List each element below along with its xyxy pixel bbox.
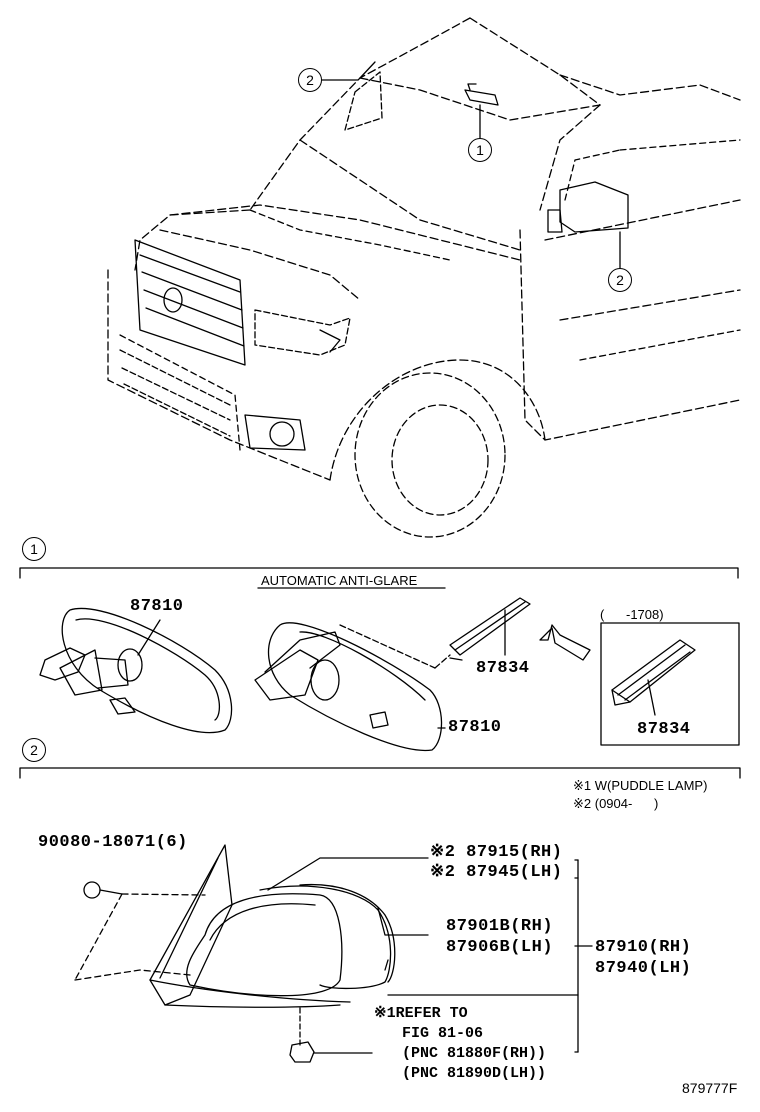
part-87915: ※2 87915(RH): [430, 843, 563, 862]
figure-id: 879777F: [682, 1080, 738, 1096]
callout-2-outside-mirror: 2: [608, 268, 632, 292]
date-range-label: ( -1708): [600, 607, 664, 622]
part-87945: ※2 87945(LH): [430, 863, 563, 882]
note-date: ※2 (0904- ): [573, 796, 659, 811]
bracket-87834-b: [611, 639, 696, 716]
section1-callout: 1: [22, 537, 46, 561]
part-87906b: 87906B(LH): [446, 938, 554, 957]
callout-2-windshield: 2: [298, 68, 322, 92]
part-87910: 87910(RH): [595, 938, 692, 957]
note-puddle-lamp: ※1 W(PUDDLE LAMP): [573, 778, 708, 793]
truck-illustration: [107, 17, 741, 538]
part-87810-right: 87810: [448, 718, 502, 737]
bracket-87834-a: [449, 597, 531, 661]
part-87834-b: 87834: [637, 720, 691, 739]
section2-frame: [19, 767, 741, 779]
refer-line-4: (PNC 81890D(LH)): [402, 1065, 547, 1082]
direction-arrow: [539, 624, 591, 661]
anti-glare-header: AUTOMATIC ANTI-GLARE: [261, 573, 418, 588]
refer-line-3: (PNC 81880F(RH)): [402, 1045, 547, 1062]
part-87834-a: 87834: [476, 659, 530, 678]
callout-1-rearview: 1: [468, 138, 492, 162]
part-87901b: 87901B(RH): [446, 917, 554, 936]
section2-callout: 2: [22, 738, 46, 762]
part-87810-left: 87810: [130, 597, 184, 616]
rearview-mirror-right: [254, 622, 451, 752]
rearview-mirror-left: [39, 607, 233, 734]
part-87940: 87940(LH): [595, 959, 692, 978]
refer-line-2: FIG 81-06: [402, 1025, 484, 1042]
part-90080-18071: 90080-18071(6): [38, 833, 188, 852]
section1-frame: [19, 567, 740, 746]
leader-lines: [267, 857, 593, 1053]
outside-mirror: [74, 844, 396, 1063]
refer-line-1: ※1REFER TO: [374, 1005, 468, 1022]
